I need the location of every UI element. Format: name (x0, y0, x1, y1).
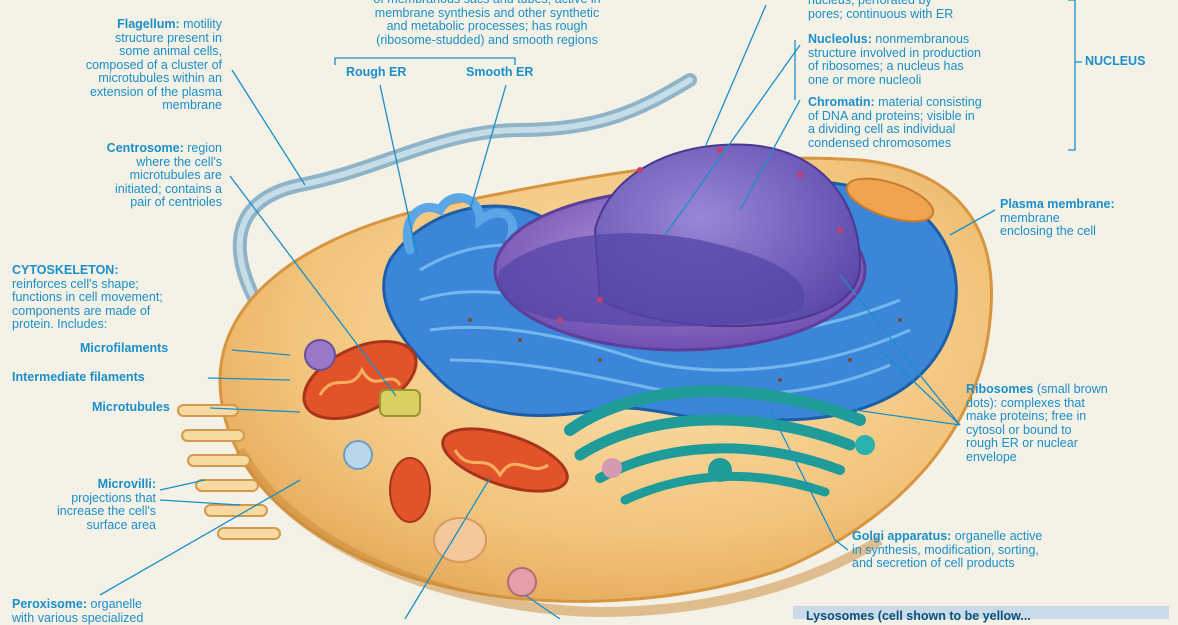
plasma-membrane-desc: membrane enclosing the cell (1000, 210, 1096, 238)
nucleolus-label: Nucleolus: nonmembranous structure invol… (808, 32, 1078, 87)
nucleus-label: NUCLEUS (1085, 54, 1146, 68)
plasma-membrane-term: Plasma membrane: (1000, 197, 1115, 211)
centrosome-shape (379, 389, 421, 417)
smooth-er-label: Smooth ER (466, 65, 534, 79)
nuclear-envelope-label: nucleus; perforated by pores; continuous… (808, 0, 1068, 21)
cytoskeleton-label: CYTOSKELETON: reinforces cell's shape; f… (12, 263, 262, 332)
microtubules-label: Microtubules (92, 400, 170, 414)
ribosomes-label: Ribosomes (small brown dots): complexes … (966, 382, 1176, 464)
rough-er-label: Rough ER (346, 65, 407, 79)
peroxisome-term: Peroxisome: (12, 597, 88, 611)
lysosome-shape (304, 339, 336, 371)
centrosome-label: Centrosome: region where the cell's micr… (20, 141, 222, 210)
microvilli-desc: projections that increase the cell's sur… (57, 490, 156, 532)
cytoskeleton-desc: reinforces cell's shape; functions in ce… (12, 276, 163, 331)
microvilli-term: Microvilli: (97, 477, 156, 491)
golgi-term: Golgi apparatus: (852, 529, 952, 543)
microfilaments-label: Microfilaments (80, 341, 169, 355)
chromatin-desc: material consisting of DNA and proteins;… (808, 95, 982, 150)
intermediate-filaments-label: Intermediate filaments (12, 370, 145, 384)
golgi-desc: organelle active in synthesis, modificat… (852, 529, 1043, 570)
cytoskeleton-term: CYTOSKELETON: (12, 263, 119, 277)
microvilli-label: Microvilli: projections that increase th… (10, 477, 156, 532)
flagellum-label: Flagellum: motility structure present in… (20, 17, 222, 113)
microvilli-shapes (177, 404, 281, 540)
centrosome-term: Centrosome: (106, 141, 184, 155)
ribosomes-desc: (small brown dots): complexes that make … (966, 382, 1108, 464)
flagellum-term: Flagellum: (117, 17, 180, 31)
peroxisome-label: Peroxisome: organelle with various speci… (12, 597, 252, 625)
plasma-membrane-label: Plasma membrane: membrane enclosing the … (1000, 197, 1170, 239)
key-box (793, 606, 1169, 619)
centrosome-desc: region where the cell's microtubules are… (114, 141, 222, 209)
chromatin-term: Chromatin: (808, 95, 875, 109)
er-desc: of membranous sacs and tubes; active in … (373, 0, 600, 47)
key-box-text: Lysosomes (cell shown to be yellow... (806, 609, 1031, 623)
nucleolus-desc: nonmembranous structure involved in prod… (808, 32, 982, 87)
flagellum-desc: motility structure present in some anima… (85, 17, 222, 112)
chromatin-label: Chromatin: material consisting of DNA an… (808, 95, 1078, 150)
peroxisome-shape (507, 567, 537, 597)
nuclear-envelope-desc: nucleus; perforated by pores; continuous… (808, 0, 954, 21)
leader-lines (99, 0, 1082, 619)
ribosomes-term: Ribosomes (966, 382, 1034, 396)
er-label: of membranous sacs and tubes; active in … (307, 0, 667, 47)
golgi-label: Golgi apparatus: organelle active in syn… (852, 529, 1152, 571)
nucleolus-term: Nucleolus: (808, 32, 872, 46)
